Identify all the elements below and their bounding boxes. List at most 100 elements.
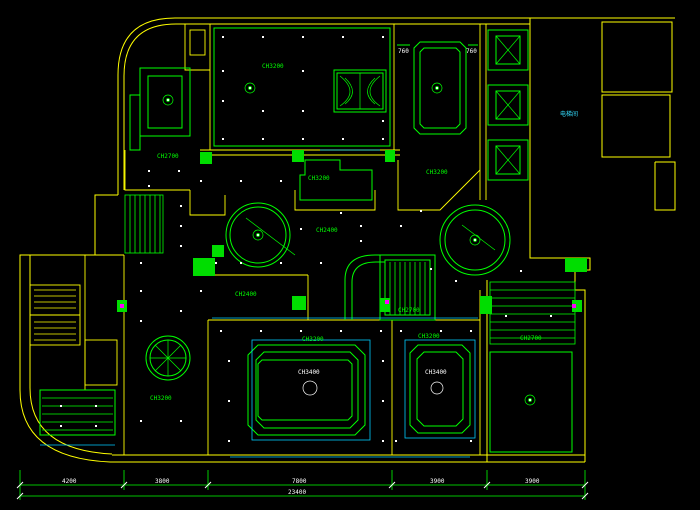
label-mid-left: CH2400 xyxy=(235,291,257,298)
downlight-dot xyxy=(430,268,432,270)
downlight-dot xyxy=(470,440,472,442)
downlight-dot xyxy=(400,225,402,227)
downlight-dot xyxy=(382,440,384,442)
downlight-dot xyxy=(95,425,97,427)
dimension-ticks xyxy=(16,481,589,500)
labels: CH3200 CH2700 CH3200 CH3200 CH2400 CH240… xyxy=(150,48,578,402)
downlight-dot xyxy=(550,315,552,317)
downlight-dot xyxy=(60,405,62,407)
downlight-dot xyxy=(360,240,362,242)
downlight-dot xyxy=(382,360,384,362)
downlight-dot xyxy=(220,330,222,332)
label-stair-right: CH2700 xyxy=(398,307,420,314)
downlight-dot xyxy=(302,70,304,72)
downlight-dot xyxy=(340,330,342,332)
elevator-crosses xyxy=(495,35,521,175)
downlight-dot xyxy=(340,212,342,214)
label-lower-right-top: CH3200 xyxy=(418,333,440,340)
label-far-right: CH2700 xyxy=(520,335,542,342)
downlight-dot xyxy=(200,290,202,292)
downlight-dot xyxy=(140,320,142,322)
downlight-dot xyxy=(262,36,264,38)
downlight-dot xyxy=(320,262,322,264)
downlight-dot xyxy=(300,228,302,230)
downlight-dot xyxy=(455,280,457,282)
downlight-dot xyxy=(260,330,262,332)
downlight-dot xyxy=(300,330,302,332)
dim-760-left: 760 xyxy=(398,48,409,55)
label-lower-center-top: CH3200 xyxy=(302,336,324,343)
downlight-dot xyxy=(360,225,362,227)
downlight-dot xyxy=(342,138,344,140)
downlight-dot xyxy=(240,180,242,182)
dim-seg-5: 3900 xyxy=(525,478,540,485)
label-left-room: CH2700 xyxy=(157,153,179,160)
downlight-dot xyxy=(262,110,264,112)
label-lower-right: CH3400 xyxy=(425,369,447,376)
downlight-dot xyxy=(440,330,442,332)
downlight-dot xyxy=(280,180,282,182)
label-lower-center: CH3400 xyxy=(298,369,320,376)
downlight-dot xyxy=(140,262,142,264)
dim-seg-4: 3900 xyxy=(430,478,445,485)
fixture-symbols xyxy=(162,82,536,406)
downlight-dot xyxy=(180,245,182,247)
downlight-dot xyxy=(140,420,142,422)
ceiling-outlines xyxy=(39,27,573,453)
downlight-dot xyxy=(382,36,384,38)
downlight-dot xyxy=(222,138,224,140)
downlight-dot xyxy=(228,360,230,362)
downlight-dot xyxy=(180,225,182,227)
stairs-hatching xyxy=(42,194,576,431)
downlight-dot xyxy=(148,185,150,187)
blue-lines xyxy=(40,149,478,458)
downlight-dot xyxy=(228,400,230,402)
dim-seg-2: 3800 xyxy=(155,478,170,485)
downlight-dot xyxy=(222,100,224,102)
dim-total: 23400 xyxy=(288,489,306,496)
label-elevator-room: 电梯间 xyxy=(560,110,578,118)
downlight-dot xyxy=(400,330,402,332)
dimension-lines xyxy=(19,470,586,500)
circle-spokes xyxy=(150,217,496,376)
dim-seg-3: 7800 xyxy=(292,478,307,485)
downlight-dot xyxy=(342,36,344,38)
downlight-dot xyxy=(222,36,224,38)
downlight-dot xyxy=(180,310,182,312)
downlight-dot xyxy=(180,205,182,207)
downlight-dot xyxy=(420,210,422,212)
label-hall: CH2400 xyxy=(316,227,338,234)
downlight-dot xyxy=(280,262,282,264)
downlight-dot xyxy=(228,440,230,442)
downlight-dot xyxy=(95,405,97,407)
downlight-dot xyxy=(395,440,397,442)
downlight-dot xyxy=(178,170,180,172)
downlight-dot xyxy=(240,262,242,264)
downlight-dot xyxy=(262,138,264,140)
downlight-dot xyxy=(148,170,150,172)
downlight-dot xyxy=(470,330,472,332)
downlight-dot xyxy=(140,290,142,292)
downlight-dot xyxy=(505,315,507,317)
downlight-dot xyxy=(222,70,224,72)
downlight-dot xyxy=(382,138,384,140)
downlight-dot xyxy=(302,36,304,38)
downlight-dot xyxy=(215,262,217,264)
dimension-text: 4200 3800 7800 3900 3900 23400 xyxy=(62,478,540,496)
decorative-pattern xyxy=(339,73,381,109)
downlight-dot xyxy=(302,138,304,140)
downlight-dot xyxy=(382,400,384,402)
columns xyxy=(117,150,587,314)
label-lower-left: CH3200 xyxy=(150,395,172,402)
downlight-dot xyxy=(60,425,62,427)
light-fixtures xyxy=(60,36,552,442)
label-top-room: CH3200 xyxy=(262,63,284,70)
downlight-dot xyxy=(380,330,382,332)
dim-760-right: 760 xyxy=(466,48,477,55)
label-right-room: CH3200 xyxy=(426,169,448,176)
dim-seg-1: 4200 xyxy=(62,478,77,485)
downlight-dot xyxy=(180,420,182,422)
downlight-dot xyxy=(302,110,304,112)
left-stair xyxy=(34,289,76,341)
